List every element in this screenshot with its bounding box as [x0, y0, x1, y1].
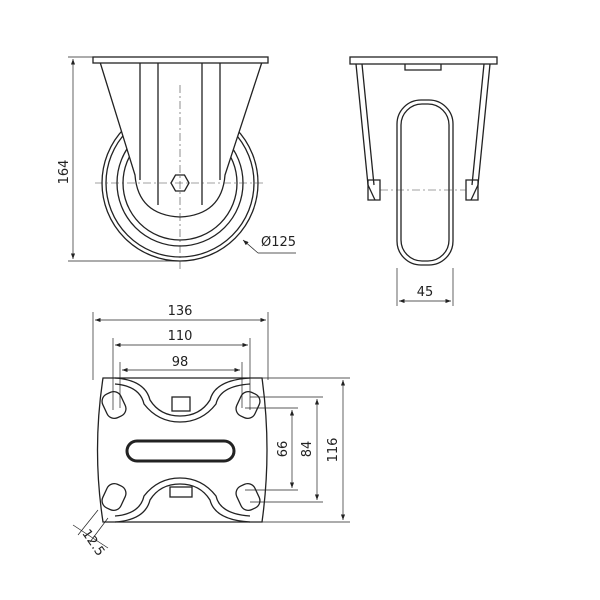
top-plate — [92, 56, 269, 64]
mounting-holes — [101, 390, 261, 512]
width-dimension: 45 — [417, 285, 434, 300]
side-view: 45 — [349, 56, 498, 306]
top-view: 136 110 98 66 84 116 12.5 — [72, 304, 350, 559]
overall-length-dimension: 116 — [326, 438, 341, 463]
diameter-dimension: Ø125 — [261, 235, 296, 250]
hole-spacing-inner-dimension: 98 — [172, 355, 189, 370]
wheel — [396, 99, 454, 266]
hole-spacing-outer-dimension: 110 — [168, 329, 193, 344]
slot-width-dimension: 12.5 — [78, 527, 107, 559]
top-plate — [349, 56, 498, 65]
axle-bolt — [171, 396, 191, 412]
front-view: 164 Ø125 — [57, 56, 296, 270]
height-dimension: 164 — [57, 160, 72, 185]
overall-width-dimension: 136 — [168, 304, 193, 319]
hole-spacing-v-inner-dimension: 66 — [276, 441, 291, 458]
center-slot — [125, 439, 236, 463]
hole-spacing-v-outer-dimension: 84 — [300, 441, 315, 458]
